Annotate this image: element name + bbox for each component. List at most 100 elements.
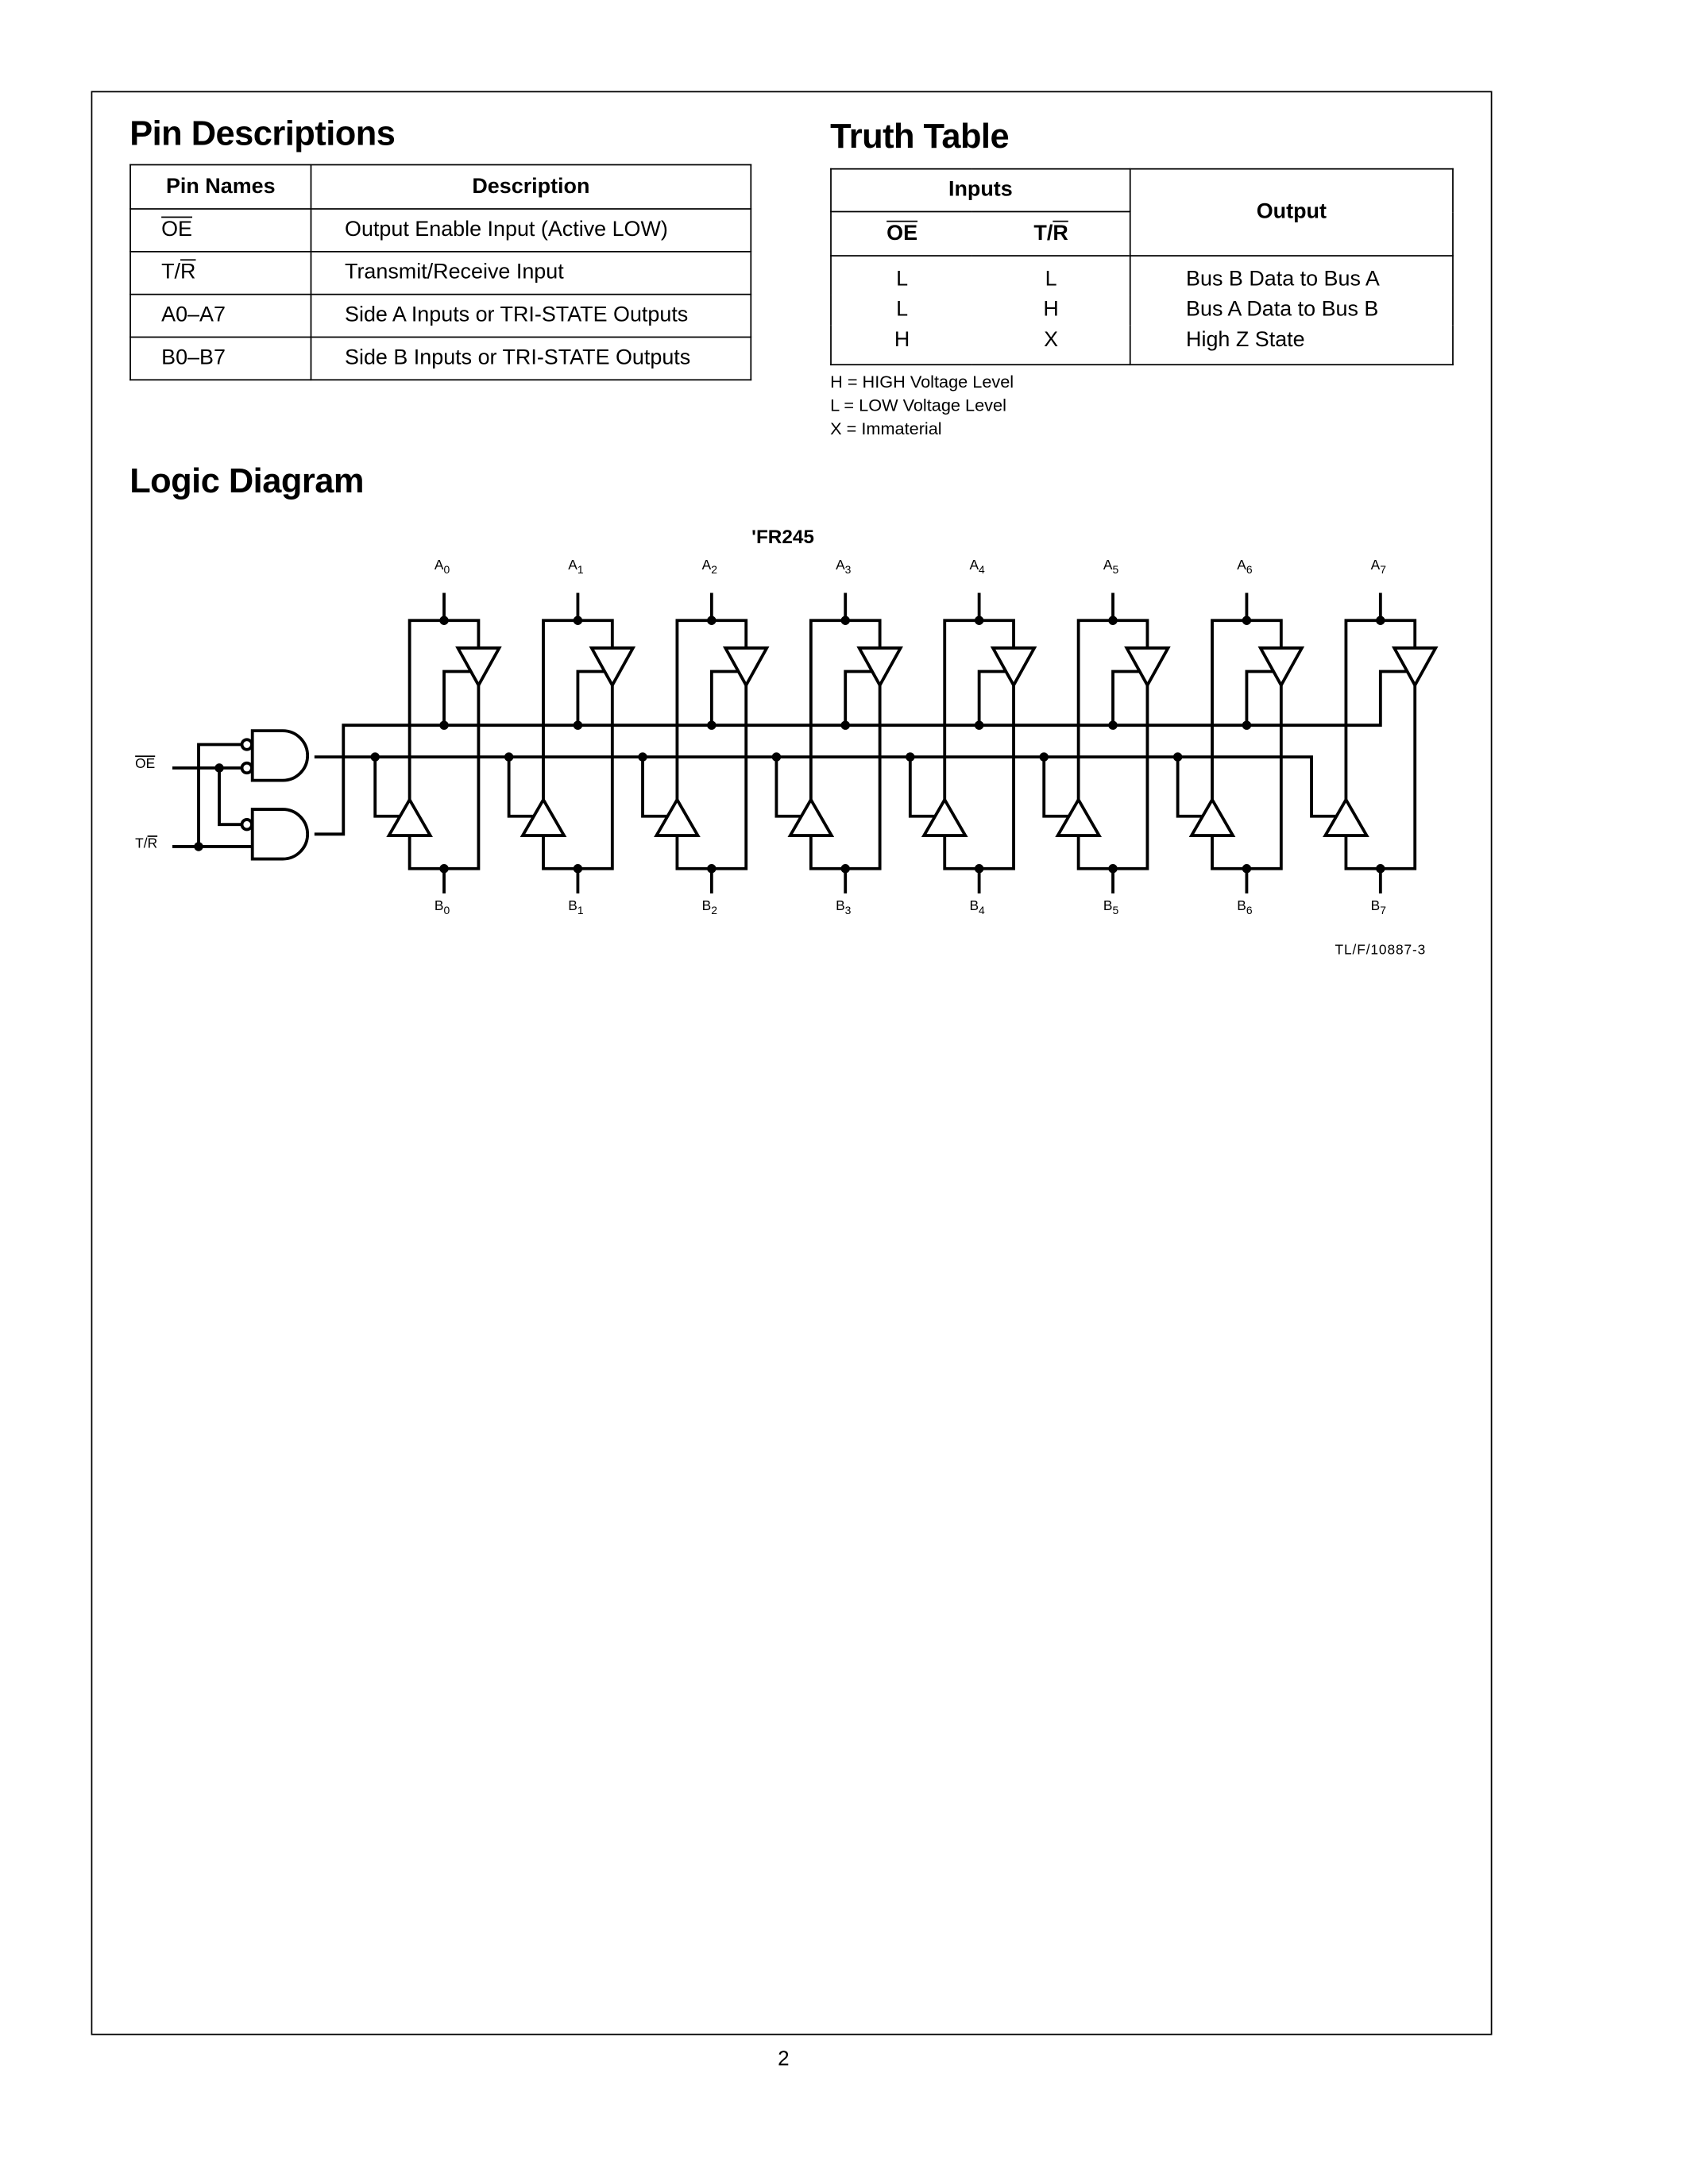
enable-a-tap: [1111, 669, 1140, 726]
pin-desc: Transmit/Receive Input: [310, 250, 752, 295]
buffer-down-icon: [1257, 646, 1305, 689]
a-pin-label: A4: [969, 558, 985, 577]
a-pin-label: A1: [568, 558, 584, 577]
b-pin-label: B2: [701, 898, 717, 917]
b-pin-label: B4: [969, 898, 985, 917]
tr-to-gate1-wire: [197, 743, 241, 847]
tr-input-label: T/R: [135, 837, 157, 852]
oe-value: H: [830, 325, 973, 366]
enable-a-tap: [576, 669, 605, 726]
b-pin-label: B0: [434, 898, 450, 917]
buffer-down-icon: [1124, 646, 1171, 689]
a-node-wire: [408, 619, 481, 800]
a-pin-label: A0: [434, 558, 450, 577]
inverter-bubble-icon: [240, 761, 253, 775]
legend-item: L = LOW Voltage Level: [830, 396, 1006, 415]
enable-bus-b: [314, 755, 1337, 818]
oe-label-text: OE: [135, 757, 156, 773]
junction-dot: [194, 842, 203, 851]
junction-dot: [1108, 720, 1118, 730]
junction-dot: [707, 864, 717, 874]
and-gate-icon: [250, 729, 310, 782]
junction-dot: [974, 720, 984, 730]
junction-dot: [771, 752, 782, 762]
a-node-wire: [943, 619, 1015, 800]
enable-b-tap: [507, 757, 534, 818]
junction-dot: [1172, 752, 1183, 762]
junction-dot: [1376, 864, 1385, 874]
buffer-up-icon: [1323, 797, 1369, 837]
junction-dot: [439, 720, 449, 730]
junction-dot: [1242, 720, 1252, 730]
part-number: 'FR245: [751, 525, 814, 548]
tr-value: H: [972, 295, 1131, 326]
junction-dot: [840, 720, 850, 730]
tr-header: T/: [1033, 221, 1053, 245]
junction-dot: [439, 864, 449, 874]
b-pin-label: B5: [1103, 898, 1119, 917]
junction-dot: [573, 864, 583, 874]
inverter-bubble-icon: [240, 818, 253, 832]
a-node-wire: [1344, 619, 1417, 800]
a-node-wire: [1076, 619, 1149, 800]
junction-dot: [638, 752, 647, 762]
pin-desc: Side A Inputs or TRI-STATE Outputs: [310, 293, 752, 338]
oe-value: L: [830, 295, 973, 326]
junction-dot: [504, 752, 514, 762]
truth-legend: H = HIGH Voltage Level L = LOW Voltage L…: [830, 371, 1014, 442]
enable-bus-a: [314, 669, 1407, 836]
a-pin-label: A5: [1103, 558, 1119, 577]
pin-desc: Output Enable Input (Active LOW): [310, 208, 752, 253]
b-pin-label: B7: [1370, 898, 1386, 917]
enable-a-tap: [977, 669, 1006, 726]
table-row: OE Output Enable Input (Active LOW): [129, 208, 752, 253]
a-pin-label: A6: [1237, 558, 1253, 577]
pin-descriptions-title: Pin Descriptions: [129, 114, 396, 153]
page-number: 2: [778, 2047, 790, 2071]
b-pin-label: B1: [568, 898, 584, 917]
a-pin-label: A3: [836, 558, 852, 577]
a-node-wire: [809, 619, 882, 800]
buffer-down-icon: [455, 646, 502, 689]
b-pin-label: B3: [836, 898, 852, 917]
tr-label-overline: R: [147, 836, 158, 852]
junction-dot: [214, 763, 224, 773]
junction-dot: [707, 720, 717, 730]
a-pin-label: A7: [1370, 558, 1386, 577]
page-border: [91, 91, 1493, 2035]
oe-input-label: OE: [135, 757, 155, 772]
a-pin-label: A2: [701, 558, 717, 577]
pin-name: OE: [161, 218, 193, 241]
enable-a-tap: [442, 669, 471, 726]
pin-name: T/: [161, 260, 181, 284]
tr-label-text: T/: [135, 836, 148, 852]
junction-dot: [906, 752, 915, 762]
buffer-down-icon: [1391, 646, 1439, 689]
enable-b-tap: [1176, 757, 1203, 818]
junction-dot: [974, 864, 984, 874]
enable-b-tap: [774, 757, 802, 818]
oe-to-gate2-wire: [218, 768, 241, 827]
pin-name: B0–B7: [129, 336, 312, 381]
pin-desc: Side B Inputs or TRI-STATE Outputs: [310, 336, 752, 381]
enable-b-tap: [373, 757, 400, 818]
junction-dot: [840, 864, 850, 874]
logic-diagram: [172, 592, 1439, 893]
buffer-down-icon: [722, 646, 770, 689]
enable-b-tap: [908, 757, 936, 818]
junction-dot: [1108, 864, 1118, 874]
inputs-header: Inputs: [830, 168, 1131, 213]
oe-header: OE: [886, 221, 918, 245]
logic-diagram-title: Logic Diagram: [129, 461, 364, 501]
a-node-wire: [542, 619, 614, 800]
enable-a-tap: [709, 669, 738, 726]
oe-value: L: [830, 256, 973, 295]
